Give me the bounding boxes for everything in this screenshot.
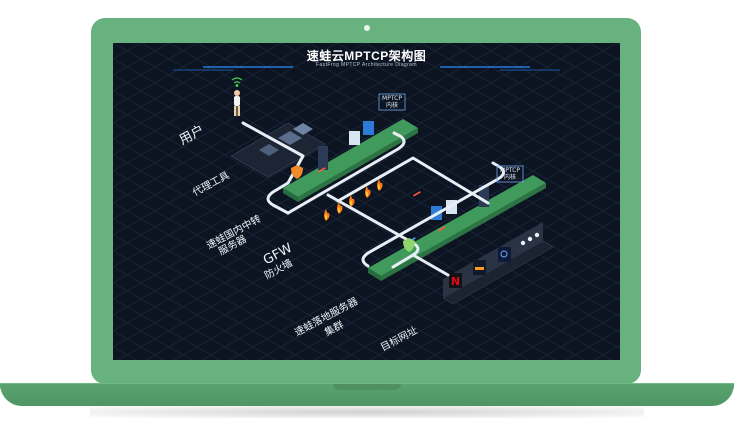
architecture-diagram: N bbox=[113, 43, 620, 360]
title-decoration bbox=[173, 66, 560, 71]
kernel-badge-lower-line2: 内核 bbox=[503, 174, 516, 181]
kernel-badge-upper-line1: MPTCP bbox=[382, 95, 402, 102]
kernel-badge-lower-line1: MPTCP bbox=[500, 167, 520, 174]
diagram-screen: N bbox=[113, 43, 620, 360]
target-sites-platform: N bbox=[442, 222, 554, 305]
kernel-badge-upper: MPTCP 内核 bbox=[379, 95, 405, 109]
laptop-notch bbox=[333, 384, 401, 390]
kernel-badges bbox=[378, 93, 524, 183]
data-path bbox=[241, 121, 505, 277]
wifi-icon bbox=[231, 77, 243, 87]
grid-background bbox=[113, 43, 620, 360]
kernel-badge-upper-line2: 内核 bbox=[385, 102, 398, 109]
webcam bbox=[364, 25, 370, 31]
user-figure bbox=[234, 90, 240, 116]
laptop-shadow bbox=[90, 406, 644, 418]
gfw-fire-icons bbox=[324, 179, 383, 221]
laptop-base bbox=[0, 384, 734, 406]
shield-icon bbox=[291, 165, 415, 252]
svg-text:N: N bbox=[451, 275, 460, 288]
relay-server-platform bbox=[283, 119, 418, 202]
diagram-subtitle: FastFrog MPTCP Architecture Diagram bbox=[316, 62, 417, 68]
kernel-badge-lower: MPTCP 内核 bbox=[497, 167, 523, 181]
proxy-tools-platform bbox=[230, 122, 326, 178]
diagram-title: 速蛙云MPTCP架构图 bbox=[306, 49, 427, 63]
